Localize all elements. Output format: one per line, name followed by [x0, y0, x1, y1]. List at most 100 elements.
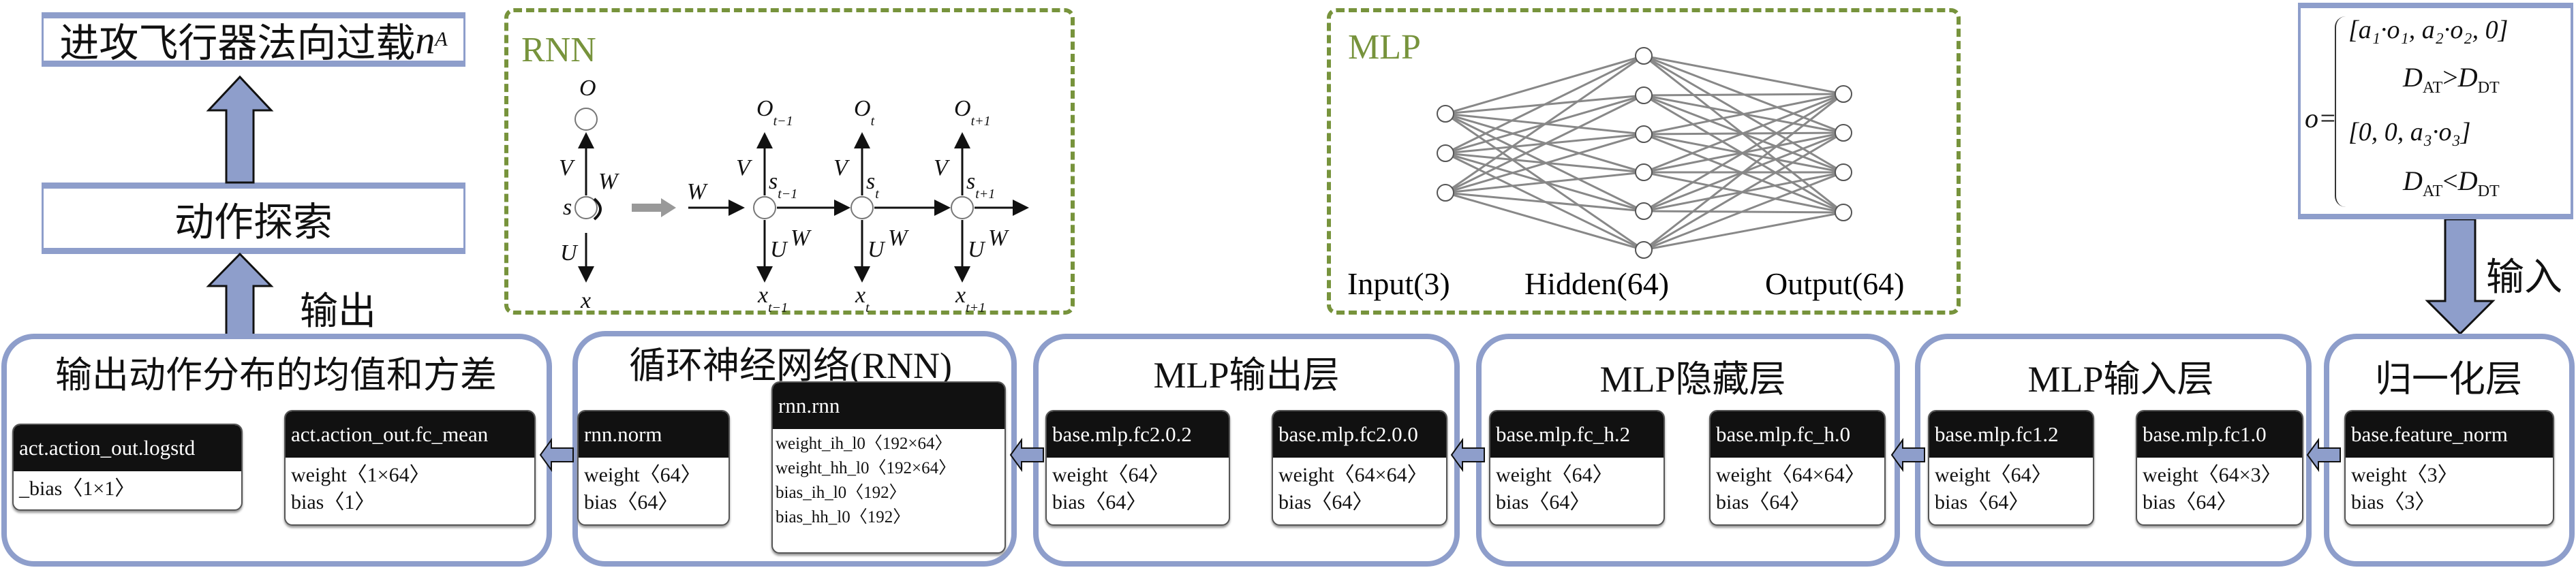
rnn-label-v: V — [934, 155, 951, 180]
rnn-label-output: Ot+1 — [954, 96, 991, 129]
card-param: weight_hh_l0〈192×64〉 — [776, 459, 956, 477]
panel-title-normalization: 归一化层 — [2375, 359, 2522, 400]
mlp-edge — [1643, 54, 1844, 95]
cond2-b-sub: DT — [2477, 183, 2500, 200]
cond1-op: > — [2442, 62, 2458, 93]
mlp-edge — [1643, 93, 1844, 251]
rnn-node-state — [951, 196, 974, 219]
card-param: weight〈64〉 — [1935, 464, 2052, 486]
card-param: bias〈64〉 — [2143, 491, 2237, 513]
card-param: bias〈64〉 — [1496, 491, 1591, 513]
mlp-hidden-node — [1635, 202, 1653, 220]
rnn-label-w: W — [988, 225, 1009, 251]
rnn-label-state: st — [866, 169, 879, 202]
overload-sub: A — [435, 28, 448, 50]
rnn-label-state: st+1 — [966, 169, 995, 202]
cond1-b: D — [2457, 62, 2478, 93]
rnn-label-state: st−1 — [769, 169, 797, 202]
card-param: bias_hh_l0〈192〉 — [776, 508, 910, 526]
formula-cond1: DAT>DDT — [2403, 61, 2500, 97]
mlp-edge — [1445, 94, 1644, 194]
card-header: base.mlp.fc1.0 — [2137, 411, 2302, 458]
panel-title-mlp-hidden: MLP隐藏层 — [1599, 359, 1786, 400]
card-param: bias〈64〉 — [1052, 491, 1147, 513]
up-arrow-output — [206, 252, 274, 336]
rnn-node-state — [850, 196, 874, 219]
overload-label: 进攻飞行器法向过载 — [59, 21, 416, 65]
rnn-label-v: V — [833, 155, 850, 180]
rnn-node-s — [574, 196, 598, 219]
card-param: _bias〈1×1〉 — [19, 477, 136, 500]
card-param: weight〈64〉 — [1052, 464, 1169, 486]
card-param: weight〈3〉 — [2351, 464, 2458, 486]
card-header: base.mlp.fc_h.2 — [1490, 411, 1663, 458]
input-label: 输入 — [2486, 257, 2562, 299]
rnn-node-state — [753, 196, 776, 219]
card-param: weight〈64〉 — [1496, 464, 1613, 486]
rnn-label-input: xt — [855, 283, 870, 315]
card-param: weight〈64×64〉 — [1716, 464, 1865, 486]
rnn-label-u: U — [770, 237, 788, 262]
rnn-label-output: Ot — [854, 96, 875, 129]
mlp-input-node — [1437, 184, 1454, 202]
mlp-edge — [1643, 93, 1844, 174]
mlp-output-node — [1835, 124, 1852, 142]
card-header: act.action_out.logstd — [14, 425, 241, 471]
card-header: rnn.rnn — [773, 383, 1005, 429]
cond2-a: D — [2403, 165, 2423, 196]
cond1-b-sub: DT — [2477, 79, 2500, 97]
mlp-hidden-node — [1635, 241, 1653, 259]
mlp-edge — [1643, 131, 1844, 251]
mlp-edge — [1445, 54, 1644, 155]
output-label: 输出 — [300, 291, 376, 333]
mlp-output-label: Output(64) — [1765, 266, 1904, 301]
mlp-hidden-node — [1635, 163, 1653, 181]
layer-card-rnn-rnn: rnn.rnn weight_ih_l0〈192×64〉weight_hh_l0… — [771, 381, 1006, 554]
formula-case2: [0, 0, a₃·o₃] — [2348, 118, 2471, 146]
mlp-output-node — [1835, 163, 1852, 181]
formula-cond2: DAT<DDT — [2403, 165, 2500, 201]
formula-brace — [2335, 16, 2347, 207]
layer-card-fc1-2: base.mlp.fc1.2 weight〈64〉bias〈64〉 — [1928, 410, 2094, 526]
mlp-edge — [1643, 171, 1844, 251]
mlp-input-node — [1437, 105, 1454, 123]
rnn-label-output: Ot−1 — [756, 96, 793, 129]
cond2-a-sub: AT — [2422, 183, 2443, 200]
card-param: bias〈64〉 — [1716, 491, 1811, 513]
observation-formula-box: o= [a₁·o₁, a₂·o₂, 0] DAT>DDT [0, 0, a₃·o… — [2298, 3, 2573, 219]
action-explore-label: 动作探索 — [174, 200, 333, 244]
mlp-edge — [1445, 191, 1644, 251]
card-param: weight〈1×64〉 — [291, 464, 430, 486]
layer-card-logstd: act.action_out.logstd _bias〈1×1〉 — [12, 424, 243, 511]
layer-card-fc-mean: act.action_out.fc_mean weight〈1×64〉bias〈… — [284, 410, 536, 526]
cond1-a: D — [2403, 62, 2423, 93]
rnn-self-loop-arrow — [593, 197, 602, 221]
panel-title-action-output: 输出动作分布的均值和方差 — [55, 355, 497, 396]
up-arrow-top — [206, 75, 274, 184]
card-param: weight〈64×64〉 — [1278, 464, 1428, 486]
mlp-edge — [1445, 54, 1644, 194]
card-param: bias〈1〉 — [291, 491, 375, 513]
rnn-unfold-arrow — [632, 198, 676, 217]
card-header: base.feature_norm — [2346, 411, 2553, 458]
rnn-label-u: U — [560, 240, 579, 266]
action-explore-box: 动作探索 — [42, 183, 465, 254]
overload-var: n — [415, 17, 435, 62]
mlp-hidden-node — [1635, 86, 1653, 104]
layer-card-fc-h-0: base.mlp.fc_h.0 weight〈64×64〉bias〈64〉 — [1709, 410, 1886, 526]
card-header: rnn.norm — [579, 411, 729, 458]
card-param: bias〈3〉 — [2351, 491, 2436, 513]
mlp-network-diagram: Input(3) Hidden(64) Output(64) — [1347, 47, 1904, 301]
cond2-op: < — [2442, 165, 2458, 196]
mlp-edge — [1445, 54, 1644, 115]
rnn-diagram-title: RNN — [521, 31, 596, 69]
rnn-label-u: U — [868, 237, 886, 262]
card-param: weight〈64×3〉 — [2143, 464, 2282, 486]
mlp-diagram-title: MLP — [1348, 28, 1421, 67]
rnn-label-w: W — [888, 225, 909, 251]
rnn-label-s: s — [563, 195, 572, 220]
layer-card-fc2-0-2: base.mlp.fc2.0.2 weight〈64〉bias〈64〉 — [1045, 410, 1230, 526]
mlp-hidden-node — [1635, 125, 1653, 143]
